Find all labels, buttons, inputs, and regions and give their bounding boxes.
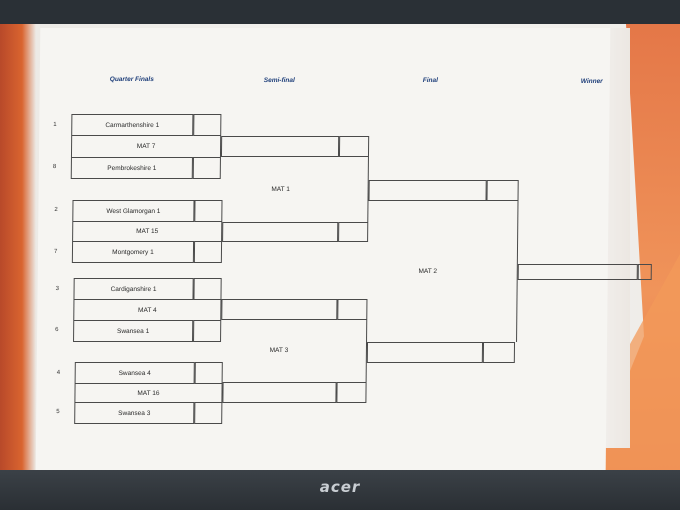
semi-match-label: MAT 1: [271, 186, 290, 193]
quarter-match-connector: MAT 7: [70, 136, 222, 157]
final-slot: [368, 180, 487, 201]
team-box: Swansea 4: [74, 362, 195, 384]
team-box: Cardiganshire 1: [73, 278, 194, 300]
seed-number: 5: [56, 409, 60, 415]
seed-number: 7: [53, 249, 58, 255]
score-box: [193, 241, 223, 263]
team-box: Swansea 3: [74, 402, 195, 424]
final-slot: [366, 342, 484, 363]
score-box: [194, 402, 223, 424]
seed-number: 6: [55, 327, 59, 333]
seed-number: 4: [56, 370, 61, 376]
monitor-brand-logo: acer: [319, 478, 361, 496]
team-box: Swansea 1: [73, 320, 194, 342]
final-match-label: MAT 2: [418, 268, 438, 275]
score-box: [337, 299, 368, 320]
header-semi-final: Semi-final: [263, 77, 295, 84]
team-box: Montgomery 1: [71, 241, 195, 263]
score-box: [192, 157, 221, 179]
winner-slot: [517, 264, 638, 280]
score-box: [637, 264, 652, 280]
semi-slot: [221, 299, 338, 320]
score-box: [194, 362, 223, 384]
seed-number: 1: [53, 122, 57, 128]
score-box: [336, 382, 367, 403]
score-box: [482, 342, 516, 363]
seed-number: 3: [55, 286, 59, 292]
quarter-match-connector: MAT 16: [74, 384, 223, 402]
seed-number: 2: [54, 207, 58, 213]
score-box: [486, 180, 519, 201]
score-box: [338, 222, 369, 242]
seed-number: 8: [52, 164, 57, 170]
semi-match-label: MAT 3: [269, 347, 289, 354]
team-box: Pembrokeshire 1: [70, 157, 193, 179]
score-box: [193, 278, 222, 300]
monitor-bezel-top: [0, 0, 680, 24]
score-box: [193, 114, 222, 136]
score-box: [338, 136, 370, 157]
team-box: Carmarthenshire 1: [71, 114, 194, 136]
monitor-bezel-bottom: [0, 470, 680, 510]
score-box: [194, 200, 223, 222]
team-box: West Glamorgan 1: [72, 200, 195, 222]
bracket-slide: Quarter Finals Semi-final Final Winner 1…: [35, 28, 652, 470]
header-winner: Winner: [580, 78, 603, 85]
score-box: [193, 320, 222, 342]
semi-slot: [222, 382, 337, 403]
quarter-match-connector: MAT 4: [73, 300, 222, 320]
semi-slot: [222, 222, 339, 242]
header-final: Final: [422, 77, 438, 84]
header-quarter-finals: Quarter Finals: [109, 76, 154, 83]
quarter-match-connector: MAT 15: [72, 222, 223, 241]
semi-slot: [220, 136, 340, 157]
